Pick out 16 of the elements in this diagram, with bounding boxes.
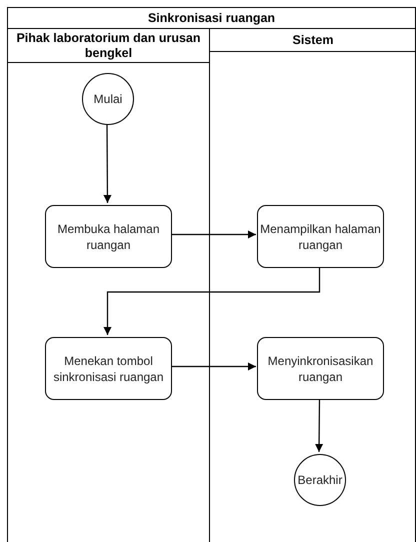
arrow: [171, 230, 256, 238]
activity-box: Menampilkan halaman ruangan: [257, 205, 384, 268]
activity-box: Membuka halaman ruangan: [45, 205, 172, 268]
arrow: [103, 123, 112, 203]
swimlane: [8, 28, 210, 542]
activity-box: Menekan tombol sinkronisasi ruangan: [45, 337, 172, 400]
terminal-circle: Mulai: [82, 73, 134, 125]
lane-title: Pihak laboratorium dan urusan bengkel: [15, 30, 202, 60]
terminal-circle: Berakhir: [294, 454, 346, 506]
arrow: [315, 398, 324, 452]
pool-title: Sinkronisasi ruangan: [148, 10, 276, 26]
swimlane-pool: [7, 7, 416, 542]
lane-title: Sistem: [292, 32, 334, 48]
arrow: [171, 362, 256, 370]
activity-box: Menyinkronisasikan ruangan: [257, 337, 384, 400]
arrow: [104, 266, 320, 335]
